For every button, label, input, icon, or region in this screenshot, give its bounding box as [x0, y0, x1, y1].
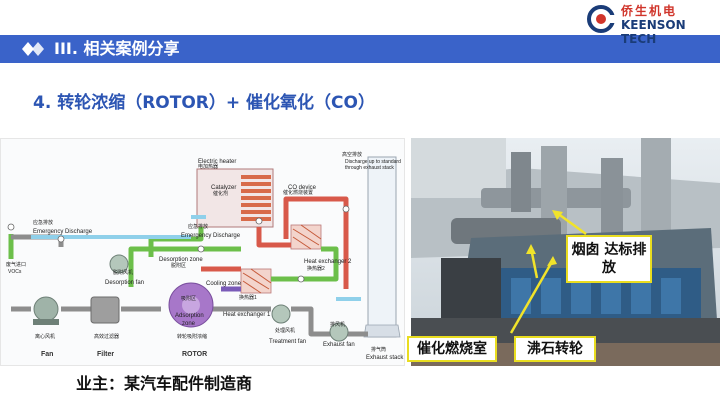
- exhaust-fan-cn-label: 排风机: [330, 322, 346, 328]
- cooling-zone-label: Cooling zone: [206, 281, 242, 287]
- catalyzer-label: Catalyzer: [211, 185, 237, 191]
- electric-heater-cn-label: 电加热器: [198, 164, 219, 170]
- case-subtitle: 4. 转轮浓缩（ROTOR）+ 催化氧化（CO）: [33, 93, 375, 113]
- high-discharge-en2-label: through exhaust stack: [345, 165, 394, 171]
- high-discharge-cn-label: 高空排放: [342, 152, 363, 158]
- adsorption-zone-label: Adsorption: [175, 313, 204, 319]
- chimney-callout: 烟囱 达标排放: [566, 235, 652, 283]
- desorption-zone-label: Desorption zone: [159, 257, 203, 263]
- heat-exchanger-1-cn-label: 换热器1: [239, 295, 257, 301]
- desorption-zone-cn-label: 脱附区: [171, 263, 187, 269]
- desorption-fan-cn-label: 脱附风机: [113, 270, 134, 276]
- site-photo: [411, 138, 720, 366]
- emergency-discharge2-label: Emergency Discharge: [181, 233, 241, 239]
- adsorption-zone-label-2: zone: [182, 321, 196, 327]
- heat-exchanger-2-cn-label: 换热器2: [307, 266, 325, 272]
- exhaust-vocs-cn-label: 废气进口: [6, 262, 27, 268]
- electric-heater-label: Electric heater: [198, 159, 237, 165]
- filter-label: Filter: [97, 351, 115, 358]
- emergency-discharge-cn-label: 应急排放: [33, 220, 54, 226]
- rotor-cn-label: 转轮吸附浓缩: [177, 334, 208, 340]
- logo-english-name: KEENSON TECH: [621, 18, 686, 46]
- treatment-fan-label: Treatment fan: [269, 339, 307, 345]
- exhaust-fan-label: Exhaust fan: [323, 342, 355, 348]
- heat-exchanger-2-label: Heat exchanger 2: [304, 259, 352, 265]
- adsorption-zone-cn-label: 吸附区: [181, 296, 197, 302]
- fan-label: Fan: [41, 351, 54, 358]
- company-logo: 侨生机电 KEENSON TECH: [587, 4, 715, 46]
- exhaust-vocs-label: VOCs: [8, 269, 22, 275]
- co-device-label: CO device: [288, 185, 317, 191]
- process-flow-graphic: [7, 156, 401, 342]
- diamond-bullet-icon: [22, 42, 44, 56]
- exhaust-stack-label: Exhaust stack: [366, 355, 404, 361]
- rotor-label: ROTOR: [182, 351, 208, 358]
- process-flow-diagram: Electric heater 电加热器 Catalyzer 催化剂 CO de…: [0, 138, 405, 366]
- co-device-cn-label: 催化燃烧装置: [283, 190, 314, 196]
- keenson-logo-icon: [587, 5, 617, 33]
- heat-exchanger-1-label: Heat exchanger 1: [223, 312, 271, 318]
- exhaust-stack-cn-label: 排气筒: [371, 347, 387, 353]
- emergency-discharge2-cn-label: 应急排放: [188, 224, 209, 230]
- filter-cn-label: 高效过滤器: [94, 334, 120, 340]
- treatment-fan-cn-label: 处理风机: [275, 328, 296, 334]
- logo-chinese-name: 侨生机电: [621, 4, 678, 18]
- section-header-bar: [0, 35, 720, 63]
- catalyzer-cn-label: 催化剂: [213, 191, 229, 197]
- project-owner: 业主：某汽车配件制造商: [76, 374, 253, 393]
- high-discharge-en1-label: Discharge up to standard: [345, 159, 401, 165]
- fan-cn-label: 离心风机: [35, 334, 56, 340]
- section-title: III. 相关案例分享: [54, 39, 180, 58]
- desorption-fan-label: Desorption fan: [105, 280, 145, 286]
- zeolite-rotor-callout: 沸石转轮: [514, 336, 596, 362]
- catalytic-chamber-callout: 催化燃烧室: [407, 336, 497, 362]
- site-photo-graphic: [411, 138, 720, 366]
- emergency-discharge-label: Emergency Discharge: [33, 229, 93, 235]
